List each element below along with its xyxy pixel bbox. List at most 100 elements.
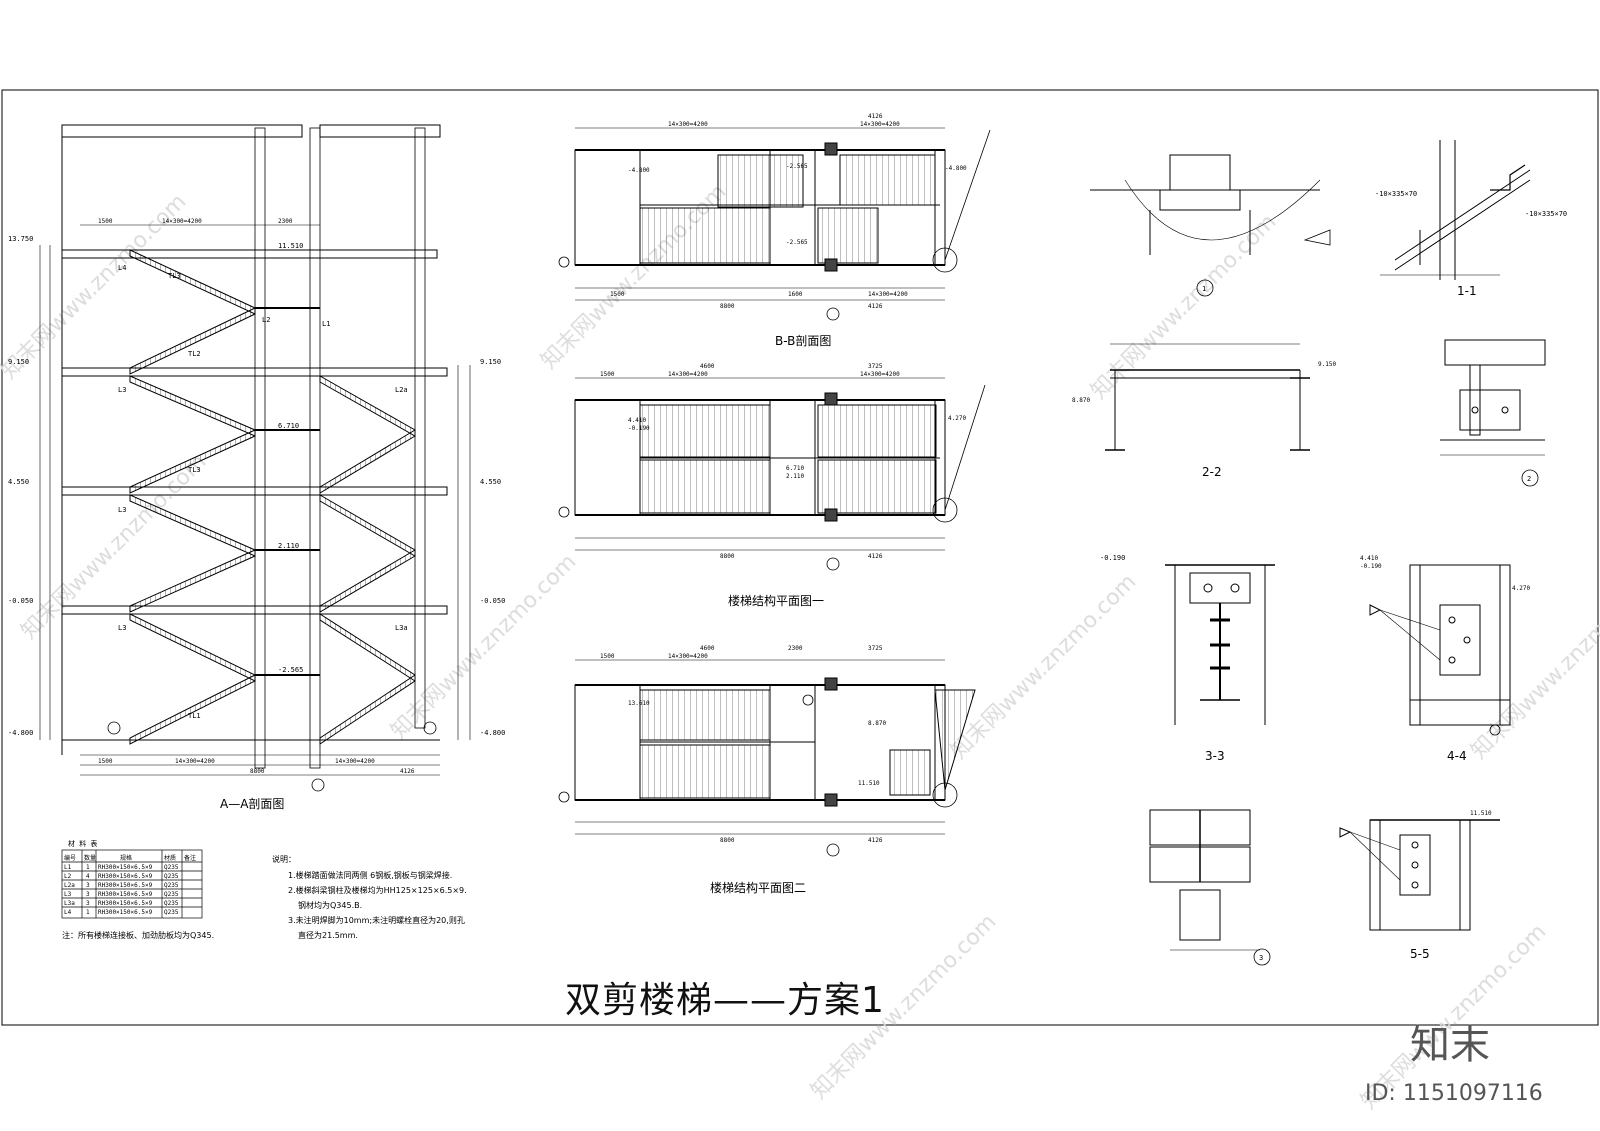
svg-text:1500: 1500 [610,291,625,298]
svg-text:14×300=4200: 14×300=4200 [668,371,708,378]
member-label: TL1 [188,712,201,720]
table-header: 材质 [164,854,176,862]
svg-text:2.110: 2.110 [786,473,804,480]
detail-marker: 2 [1527,475,1531,483]
note-line: 直径为21.5mm. [298,930,358,940]
elev-label: -0.050 [8,597,33,605]
view-caption-aa: A—A剖面图 [220,797,284,811]
svg-text:RH300×150×6.5×9: RH300×150×6.5×9 [98,900,153,907]
svg-text:8800: 8800 [720,303,735,310]
elev-label: 2.110 [278,542,299,550]
svg-text:4: 4 [86,873,90,880]
member-label: TL2 [188,350,201,358]
member-label: L2a [395,386,408,394]
svg-text:4.410: 4.410 [1360,555,1378,562]
svg-text:RH300×150×6.5×9: RH300×150×6.5×9 [98,873,153,880]
svg-text:3: 3 [86,882,90,889]
member-label: TL3 [188,466,201,474]
svg-text:4.270: 4.270 [1512,585,1530,592]
member-label: L1 [322,320,330,328]
svg-text:1500: 1500 [600,371,615,378]
view-caption-5-5: 5-5 [1410,947,1430,961]
view-caption-bb: B-B剖面图 [775,334,831,348]
notes-title: 说明： [272,854,296,864]
table-header: 规格 [120,854,132,862]
detail-marker: 3 [1259,954,1263,962]
svg-text:8800: 8800 [720,553,735,560]
detail-1 [1090,154,1331,297]
svg-text:11.510: 11.510 [1470,810,1492,817]
sheet-frame [1,89,1599,1026]
section-4-4-labels: 4.410 -0.190 4.270 4-4 [1360,555,1530,763]
svg-text:L3: L3 [64,891,72,898]
plan-top [558,127,991,321]
view-caption-plan2: 楼梯结构平面图二 [710,880,806,895]
view-caption-2-2: 2-2 [1202,465,1222,479]
dim-label: 2300 [278,218,293,225]
svg-text:-10×335×70: -10×335×70 [1525,210,1567,218]
svg-text:13.610: 13.610 [628,700,650,707]
svg-text:L1: L1 [64,864,72,871]
svg-text:1600: 1600 [788,291,803,298]
member-label: L3 [118,624,126,632]
svg-text:RH300×150×6.5×9: RH300×150×6.5×9 [98,864,153,871]
svg-text:-2.565: -2.565 [786,239,808,246]
svg-text:14×300=4200: 14×300=4200 [860,121,900,128]
section-1-1-labels: -10×335×70 -10×335×70 1-1 [1375,190,1567,298]
elev-label: 4.550 [480,478,501,486]
elev-label: 4.550 [8,478,29,486]
image-id: ID: 1151097116 [1365,1081,1543,1106]
svg-text:L4: L4 [64,909,72,916]
watermark-text: 知末网www.znzmo.com [387,549,582,744]
watermark-text: 知末网www.znzmo.com [17,449,212,644]
svg-text:1: 1 [86,864,90,871]
watermark-text: 知末网www.znzmo.com [1467,569,1600,764]
dim-label: 1500 [98,758,113,765]
drawing-title: 双剪楼梯——方案1 [565,980,885,1021]
table-footnote: 注：所有楼梯连接板、加劲肋板均为Q345. [62,930,214,940]
dim-label: 1500 [98,218,113,225]
dim-label: 8800 [250,768,265,775]
table-header: 编号 [64,854,76,862]
svg-text:4126: 4126 [868,303,883,310]
view-caption-3-3: 3-3 [1205,749,1225,763]
plan-top-labels: 14×300=4200 14×300=4200 4126 1500 1600 1… [610,113,967,348]
svg-text:4126: 4126 [868,113,883,120]
detail-marker: 1 [1202,285,1206,293]
svg-text:-4.800: -4.800 [628,167,650,174]
dim-label: 14×300=4200 [335,758,375,765]
member-label: L3 [118,506,126,514]
general-notes: 说明： 1.楼梯踏面做法同两侧 6钢板,钢板与钢梁焊接. 2.楼梯斜梁钢柱及楼梯… [272,854,467,940]
watermark-text: 知末网www.znzmo.com [947,569,1142,764]
dim-label: 14×300=4200 [162,218,202,225]
svg-text:-0.190: -0.190 [628,425,650,432]
svg-text:-0.190: -0.190 [1360,563,1382,570]
svg-text:Q235: Q235 [164,864,179,871]
plan-2-labels: 1500 4600 14×300=4200 2300 3725 13.610 8… [600,645,886,895]
note-line: 钢材均为Q345.B. [298,900,362,910]
member-label: L4 [118,264,126,272]
svg-text:3725: 3725 [868,363,883,370]
svg-text:6.710: 6.710 [786,465,804,472]
svg-text:L2: L2 [64,873,72,880]
svg-text:Q235: Q235 [164,900,179,907]
plan-2 [558,659,976,857]
svg-text:4600: 4600 [700,645,715,652]
svg-text:Q235: Q235 [164,909,179,916]
section-aa [39,124,471,792]
view-caption-1-1: 1-1 [1457,284,1477,298]
svg-text:11.510: 11.510 [858,780,880,787]
svg-text:RH300×150×6.5×9: RH300×150×6.5×9 [98,909,153,916]
dim-label: 4126 [400,768,415,775]
elev-label: -0.050 [480,597,505,605]
svg-text:8.870: 8.870 [1072,397,1090,404]
svg-text:L3a: L3a [64,900,75,907]
svg-text:4126: 4126 [868,553,883,560]
table-row: L1 1 RH300×150×6.5×9 Q235 [64,864,179,871]
svg-text:L2a: L2a [64,882,75,889]
detail-2 [1440,339,1546,487]
section-1-1 [1380,140,1531,280]
